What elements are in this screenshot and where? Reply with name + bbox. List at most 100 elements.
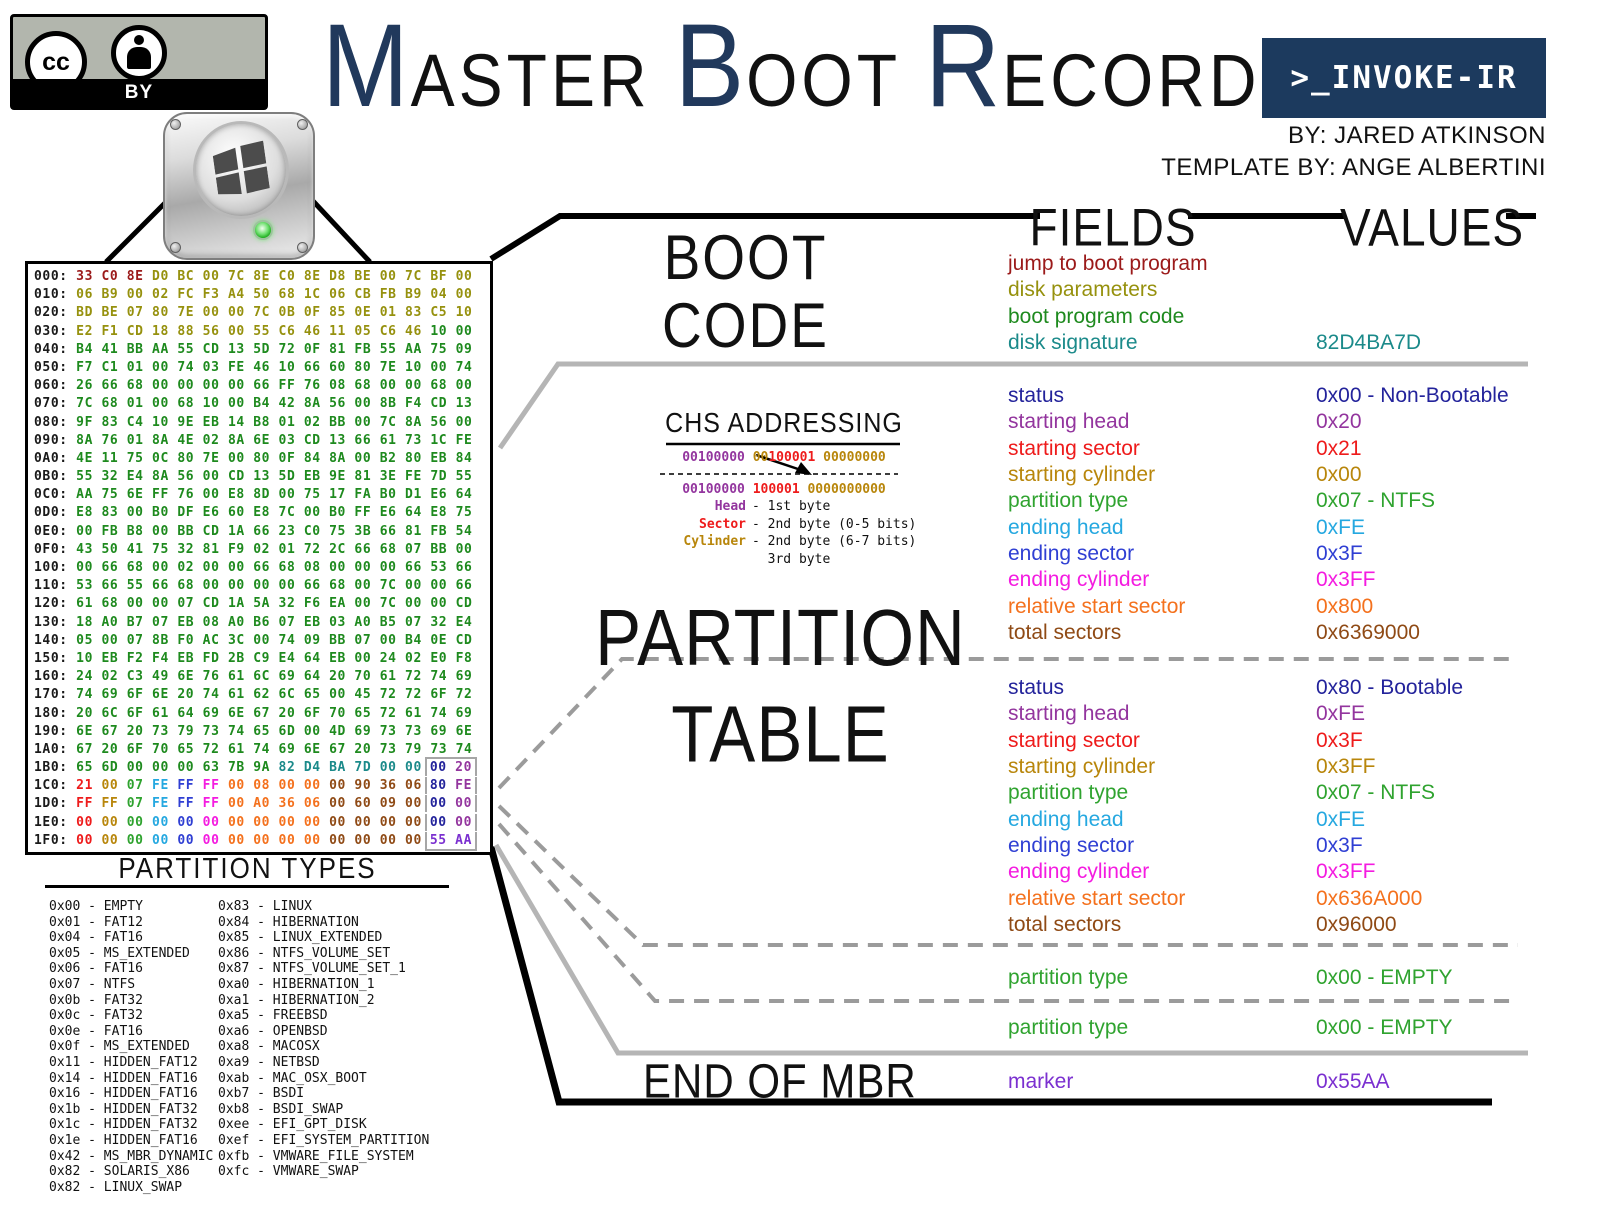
hex-byte: 6E xyxy=(303,741,321,757)
invoke-ir-logo: >_INVOKE-IR xyxy=(1262,38,1546,118)
hex-byte: 41 xyxy=(126,541,144,557)
hex-byte: 54 xyxy=(455,523,473,539)
hex-byte: 6F xyxy=(430,687,448,703)
hex-byte: 73 xyxy=(405,723,422,739)
hex-address: 120: xyxy=(34,596,68,612)
partition-type-item: 0x83 - LINUX xyxy=(218,899,312,914)
hex-byte: E8 xyxy=(76,505,94,521)
partition-type-item: 0xa6 - OPENBSD xyxy=(218,1023,328,1039)
hex-row: 1A0: 67 20 6F 70 65 72 61 74 69 6E 67 20… xyxy=(34,741,490,759)
hex-byte: 00 xyxy=(278,832,296,848)
hex-byte: 00 xyxy=(177,832,195,848)
hex-byte: 00 xyxy=(101,778,119,794)
hex-byte: 00 xyxy=(379,832,397,848)
hex-byte: 00 xyxy=(379,560,397,575)
field-name: total sectors xyxy=(1008,913,1122,937)
hex-byte: 00 xyxy=(455,269,473,284)
hex-byte: 00 xyxy=(405,378,422,394)
hex-byte: 00 xyxy=(379,378,397,394)
hex-byte: 61 xyxy=(152,705,169,721)
hex-byte: 69 xyxy=(354,723,372,739)
values-header: VALUES xyxy=(1340,197,1525,257)
hex-byte: 6C xyxy=(278,687,296,703)
hex-byte: 76 xyxy=(101,432,119,448)
hex-byte: 69 xyxy=(455,669,473,685)
hex-byte: 00 xyxy=(227,578,245,594)
hex-byte: 08 xyxy=(253,778,271,794)
hex-byte: 50 xyxy=(101,541,119,557)
hex-byte: 60 xyxy=(227,505,245,521)
hex-byte: 08 xyxy=(329,378,346,394)
field-value: 0x3FF xyxy=(1316,568,1376,592)
hex-byte: C1 xyxy=(101,359,119,375)
hex-address: 020: xyxy=(34,305,68,321)
field-value: 0xFE xyxy=(1316,702,1366,726)
hex-address: 100: xyxy=(34,560,68,575)
hex-byte: 32 xyxy=(430,614,448,630)
hex-byte: 00 xyxy=(278,487,296,503)
hex-byte: 00 xyxy=(303,778,321,794)
label-line: TABLE xyxy=(671,690,890,779)
hex-byte: 76 xyxy=(303,378,321,394)
hex-row: 010: 06 B9 00 02 FC F3 A4 50 68 1C 06 CB… xyxy=(34,286,490,304)
hex-byte: AA xyxy=(405,341,422,357)
hex-byte: 61 xyxy=(379,669,397,685)
hex-byte: 42 xyxy=(278,396,296,412)
field-name: starting cylinder xyxy=(1008,755,1156,779)
hex-byte: 07 xyxy=(177,596,195,612)
hex-byte: CD xyxy=(202,341,220,357)
hex-byte: 41 xyxy=(101,341,119,357)
hex-byte: F2 xyxy=(126,650,144,666)
field-name: partition type xyxy=(1008,966,1129,989)
hex-byte: 00 xyxy=(152,359,169,375)
screw-icon xyxy=(170,119,181,130)
hex-byte: FB xyxy=(379,287,397,303)
hex-byte: 00 xyxy=(354,396,372,412)
hex-byte: C6 xyxy=(379,323,397,339)
hex-byte: 01 xyxy=(379,305,397,321)
hex-byte: 00 xyxy=(126,596,144,612)
hex-byte: 32 xyxy=(101,469,119,485)
hex-byte: B9 xyxy=(405,287,422,303)
hex-byte: 80 xyxy=(152,305,169,321)
hex-byte: 84 xyxy=(303,450,321,466)
hex-row: 170: 74 69 6F 6E 20 74 61 62 6C 65 00 45… xyxy=(34,686,490,704)
hex-byte: 66 xyxy=(455,578,473,594)
hex-byte: E6 xyxy=(202,505,220,521)
hex-byte: 07 xyxy=(126,778,144,794)
hex-byte: 67 xyxy=(76,741,94,757)
hex-byte: 3E xyxy=(379,469,397,485)
hex-byte: 00 xyxy=(101,832,119,848)
hex-byte: 20 xyxy=(76,705,94,721)
hex-byte: 67 xyxy=(101,723,119,739)
hex-byte: A0 xyxy=(354,614,372,630)
hex-row: 0E0: 00 FB B8 00 BB CD 1A 66 23 C0 75 3B… xyxy=(34,523,490,541)
hex-row: 110: 53 66 55 66 68 00 00 00 00 66 68 00… xyxy=(34,577,490,595)
partition-entry-box: 00 00 xyxy=(424,813,478,831)
partition-type-item: 0x06 - FAT16 xyxy=(49,961,143,977)
hex-byte: 00 xyxy=(329,560,346,575)
hex-byte: BE xyxy=(354,269,372,284)
hex-byte: 68 xyxy=(101,396,119,412)
hex-byte: 00 xyxy=(152,523,169,539)
hex-byte: 00 xyxy=(429,760,447,776)
hex-byte: 00 xyxy=(278,814,296,830)
hex-byte: CD xyxy=(303,432,321,448)
chs-binary-before: 00100000 00100001 00000000 xyxy=(658,450,910,465)
hex-byte: 00 xyxy=(455,541,473,557)
hex-byte: F0 xyxy=(177,632,195,648)
hex-byte: 80 xyxy=(429,778,447,794)
hex-byte: 7E xyxy=(177,305,195,321)
hex-byte: C0 xyxy=(101,269,119,284)
hex-byte: 02 xyxy=(152,287,169,303)
hex-byte: 61 xyxy=(76,596,94,612)
hex-byte: 68 xyxy=(278,560,296,575)
partition-type-item: 0xee - EFI_GPT_DISK xyxy=(218,1117,367,1133)
hex-byte: 49 xyxy=(152,669,169,685)
hex-row: 160: 24 02 C3 49 6E 76 61 6C 69 64 20 70… xyxy=(34,668,490,686)
